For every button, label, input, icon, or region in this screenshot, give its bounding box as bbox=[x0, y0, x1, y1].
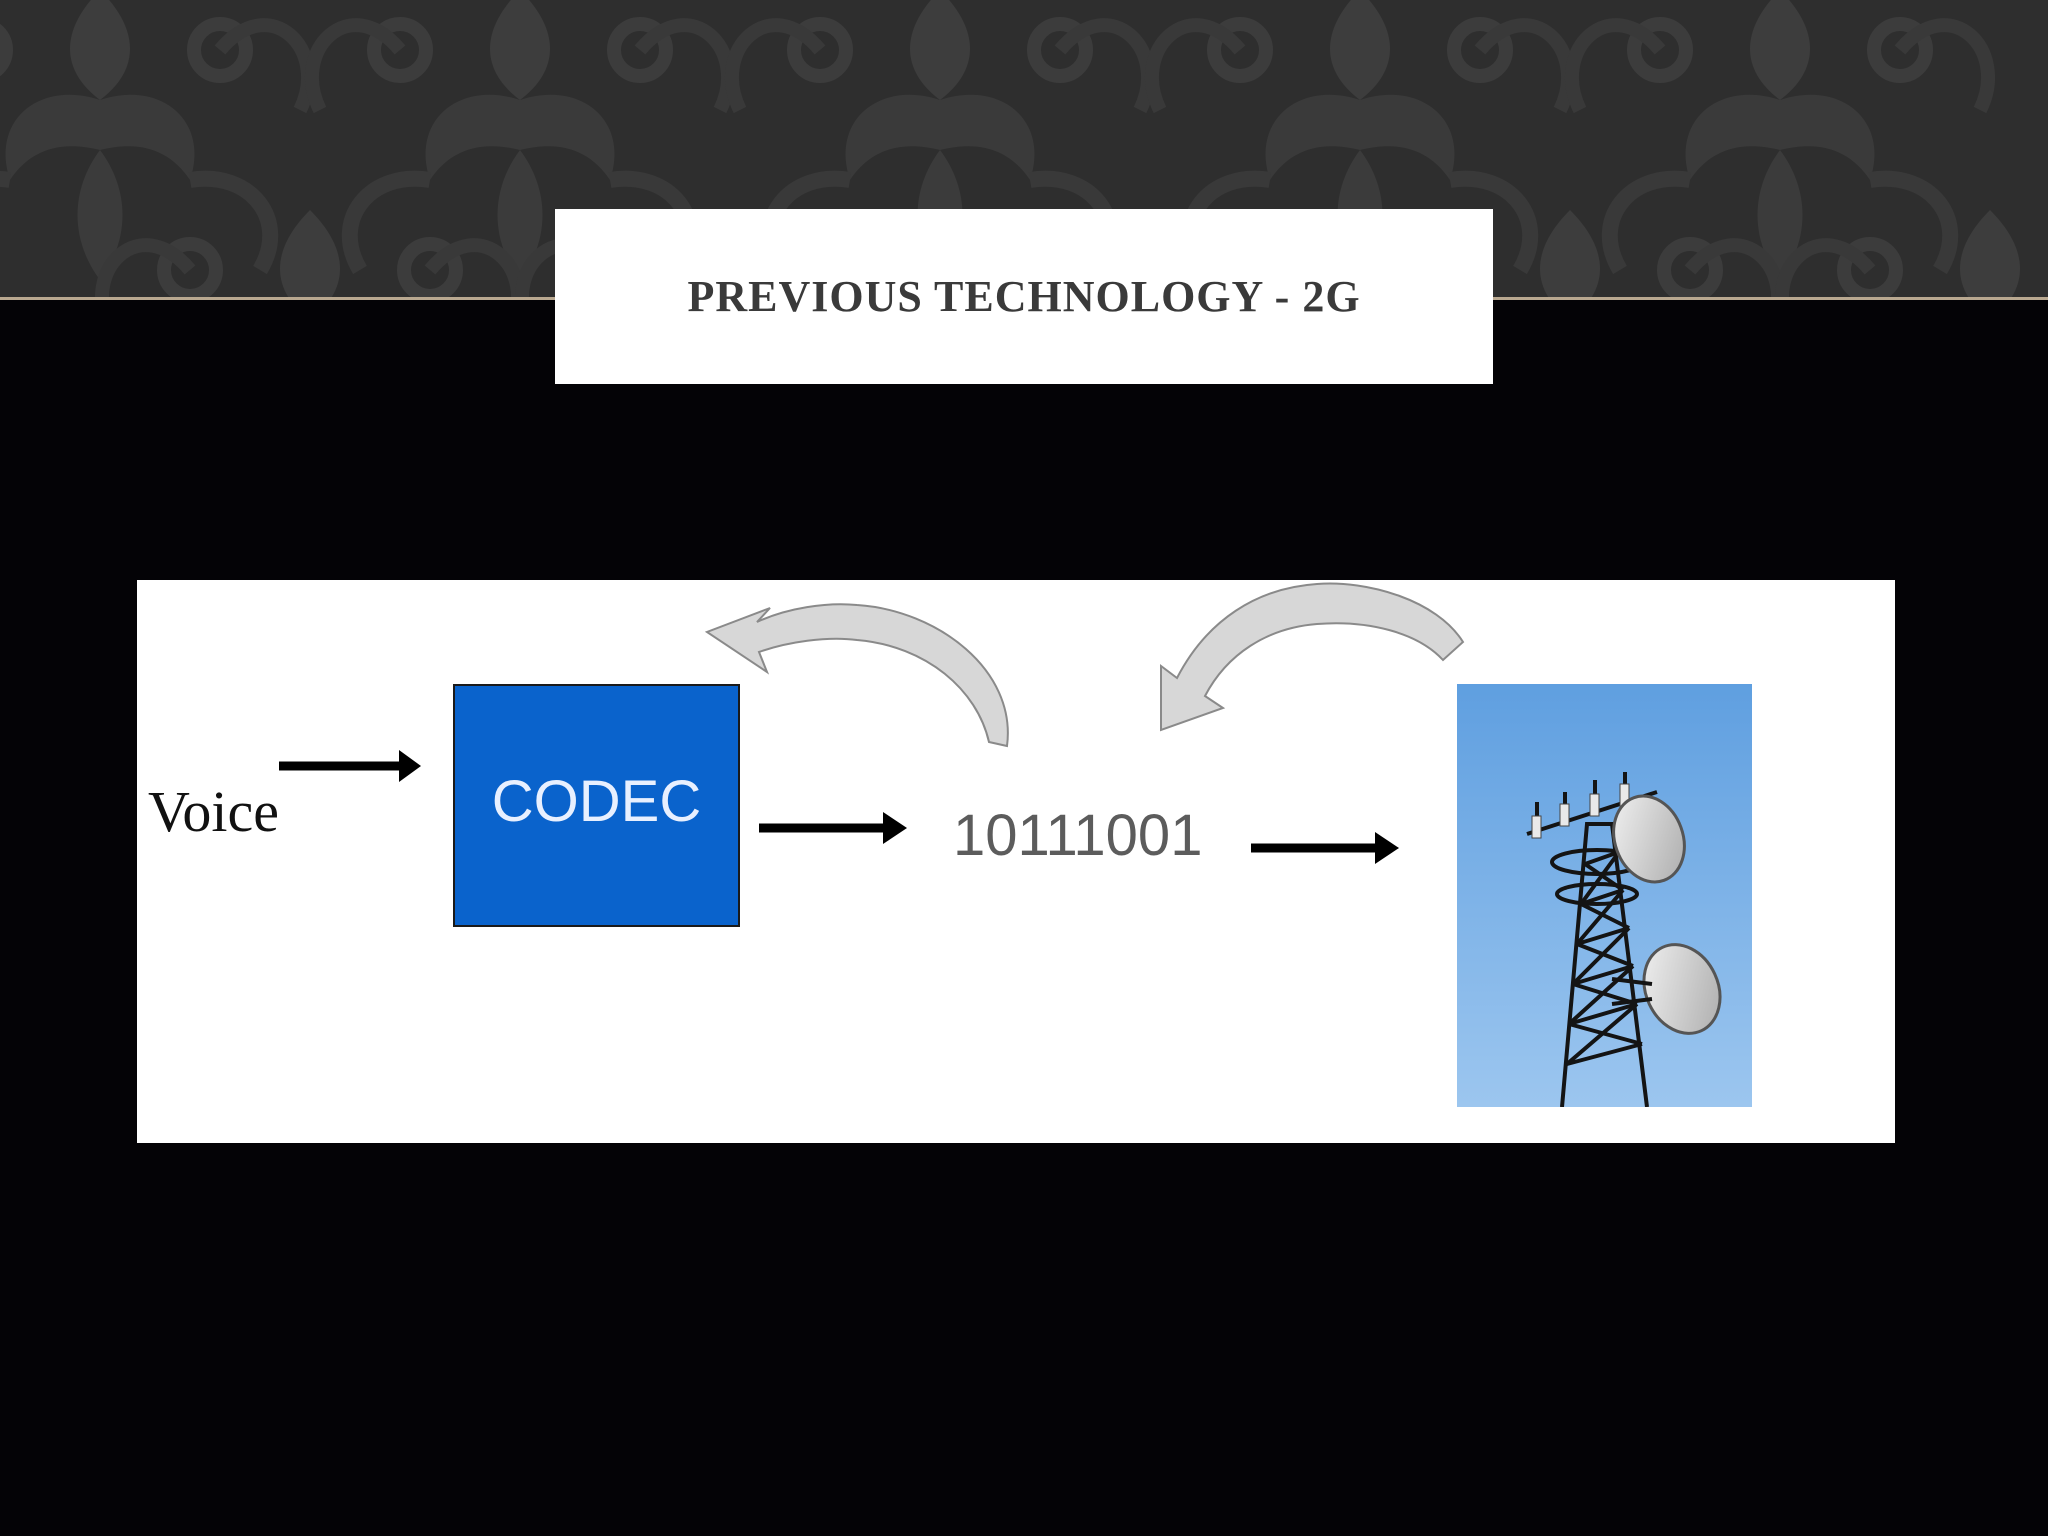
title-box: PREVIOUS TECHNOLOGY - 2G bbox=[555, 209, 1493, 384]
codec-label: CODEC bbox=[491, 769, 702, 834]
diagram-graphics bbox=[279, 582, 1465, 864]
diagram-panel: Voice CODEC 10111001 bbox=[137, 580, 1895, 1143]
binary-to-tower-arrow bbox=[1251, 832, 1399, 864]
binary-data-label: 10111001 bbox=[953, 803, 1203, 868]
voice-to-codec-arrow bbox=[279, 750, 421, 782]
curved-arrow-to-codec bbox=[704, 603, 1009, 748]
cell-tower-icon bbox=[1457, 684, 1752, 1107]
voice-label: Voice bbox=[148, 779, 280, 844]
codec-box: CODEC bbox=[453, 684, 740, 927]
codec-to-binary-arrow bbox=[759, 812, 907, 844]
slide-title: PREVIOUS TECHNOLOGY - 2G bbox=[687, 272, 1361, 321]
curved-arrow-to-binary bbox=[1160, 582, 1465, 732]
